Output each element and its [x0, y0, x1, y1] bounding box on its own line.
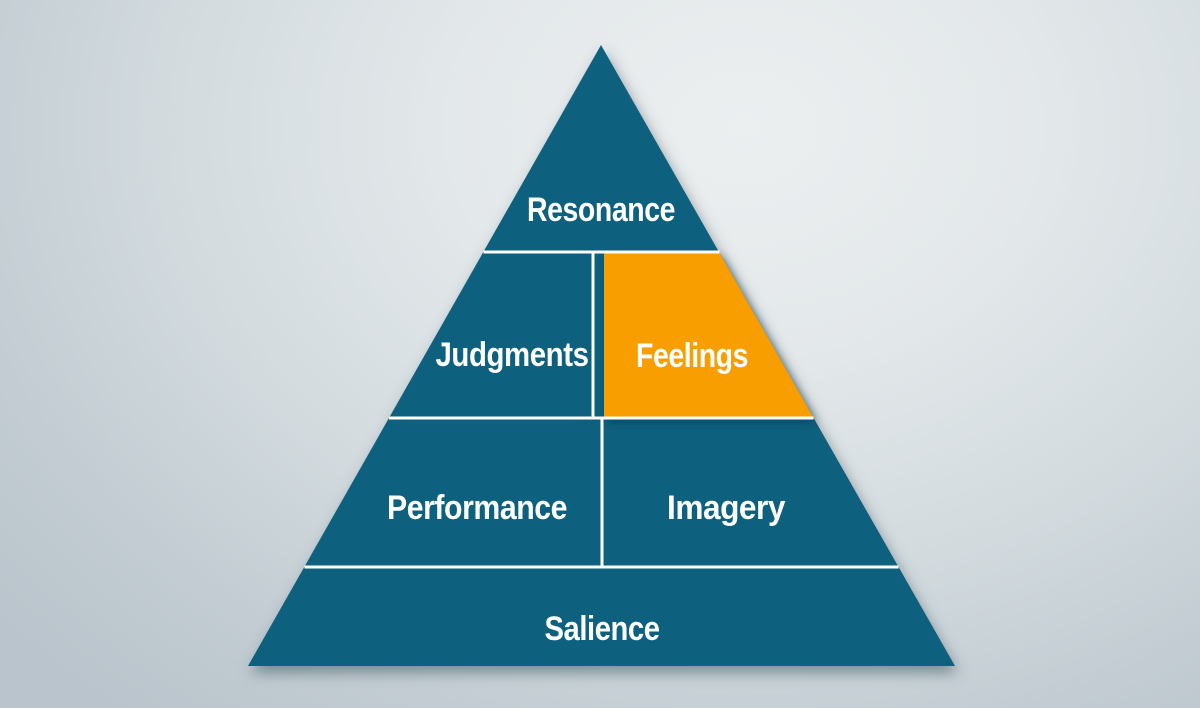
divider-lines [304, 250, 899, 569]
pyramid-body [248, 45, 955, 666]
label-salience: Salience [545, 610, 660, 648]
label-performance: Performance [387, 489, 567, 527]
label-feelings: Feelings [636, 337, 748, 375]
label-judgments: Judgments [436, 336, 589, 374]
label-imagery: Imagery [667, 489, 786, 527]
label-resonance: Resonance [527, 191, 675, 229]
segment-feelings-highlight [604, 253, 813, 417]
